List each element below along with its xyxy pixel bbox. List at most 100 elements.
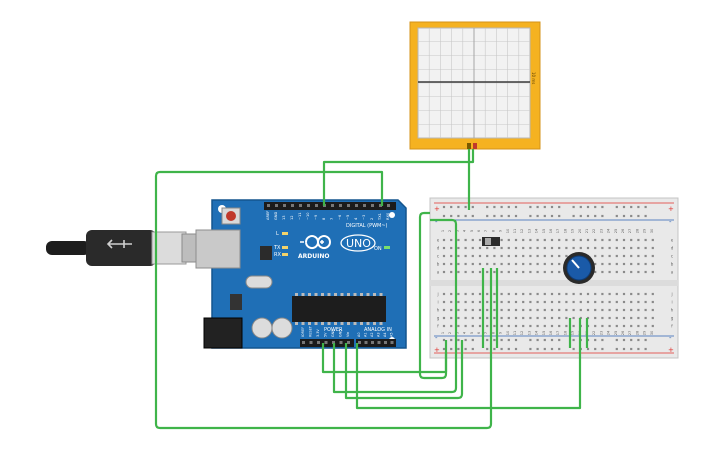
terminal-hole[interactable]: [615, 324, 618, 328]
terminal-hole[interactable]: [471, 254, 474, 258]
terminal-hole[interactable]: [558, 300, 561, 304]
terminal-hole[interactable]: [644, 292, 647, 296]
power-pin[interactable]: [324, 341, 328, 344]
terminal-hole[interactable]: [601, 254, 604, 258]
terminal-hole[interactable]: [586, 246, 590, 250]
terminal-hole[interactable]: [615, 300, 618, 304]
terminal-hole[interactable]: [536, 238, 539, 242]
digital-pin[interactable]: [387, 204, 390, 207]
terminal-hole[interactable]: [651, 254, 654, 258]
terminal-hole[interactable]: [651, 292, 654, 296]
rail-hole[interactable]: [601, 214, 604, 218]
rail-hole[interactable]: [507, 347, 510, 351]
terminal-hole[interactable]: [493, 270, 496, 274]
terminal-hole[interactable]: [637, 270, 640, 274]
terminal-hole[interactable]: [550, 254, 554, 258]
terminal-hole[interactable]: [608, 254, 611, 258]
terminal-hole[interactable]: [464, 270, 467, 274]
terminal-hole[interactable]: [478, 292, 482, 296]
rail-hole[interactable]: [543, 205, 546, 209]
terminal-hole[interactable]: [529, 254, 532, 258]
terminal-hole[interactable]: [507, 238, 510, 242]
rail-hole[interactable]: [471, 338, 474, 342]
terminal-hole[interactable]: [529, 324, 532, 328]
terminal-hole[interactable]: [464, 292, 467, 296]
terminal-hole[interactable]: [450, 300, 453, 304]
terminal-hole[interactable]: [514, 300, 518, 304]
terminal-hole[interactable]: [601, 270, 604, 274]
digital-pin[interactable]: [339, 204, 342, 207]
terminal-hole[interactable]: [615, 238, 618, 242]
rail-hole[interactable]: [507, 205, 510, 209]
terminal-hole[interactable]: [450, 270, 453, 274]
terminal-hole[interactable]: [500, 254, 503, 258]
terminal-hole[interactable]: [615, 292, 618, 296]
rail-hole[interactable]: [464, 347, 467, 351]
digital-pin[interactable]: [371, 204, 374, 207]
terminal-hole[interactable]: [644, 308, 647, 312]
terminal-hole[interactable]: [442, 324, 446, 328]
rail-hole[interactable]: [493, 205, 496, 209]
oscilloscope[interactable]: 10 ms: [409, 21, 541, 150]
terminal-hole[interactable]: [615, 270, 618, 274]
terminal-hole[interactable]: [522, 262, 525, 266]
terminal-hole[interactable]: [630, 300, 633, 304]
terminal-hole[interactable]: [622, 324, 626, 328]
terminal-hole[interactable]: [565, 254, 568, 258]
rail-hole[interactable]: [622, 205, 626, 209]
terminal-hole[interactable]: [594, 270, 597, 274]
rail-hole[interactable]: [442, 347, 446, 351]
terminal-hole[interactable]: [565, 300, 568, 304]
rail-hole[interactable]: [644, 338, 647, 342]
terminal-hole[interactable]: [529, 246, 532, 250]
terminal-hole[interactable]: [514, 316, 518, 320]
terminal-hole[interactable]: [586, 292, 590, 296]
rail-hole[interactable]: [457, 338, 460, 342]
power-pin[interactable]: [309, 341, 313, 344]
rail-hole[interactable]: [579, 214, 582, 218]
rail-hole[interactable]: [471, 214, 474, 218]
terminal-hole[interactable]: [442, 238, 446, 242]
rail-hole[interactable]: [637, 338, 640, 342]
rail-hole[interactable]: [442, 338, 446, 342]
rail-hole[interactable]: [644, 347, 647, 351]
terminal-hole[interactable]: [615, 316, 618, 320]
terminal-hole[interactable]: [486, 316, 489, 320]
digital-pin[interactable]: [299, 204, 302, 207]
terminal-hole[interactable]: [486, 262, 489, 266]
terminal-hole[interactable]: [507, 254, 510, 258]
rail-hole[interactable]: [536, 214, 539, 218]
wire-a0-pot[interactable]: [355, 318, 582, 410]
terminal-hole[interactable]: [550, 270, 554, 274]
terminal-hole[interactable]: [601, 300, 604, 304]
terminal-hole[interactable]: [594, 300, 597, 304]
terminal-hole[interactable]: [471, 300, 474, 304]
terminal-hole[interactable]: [601, 308, 604, 312]
rail-hole[interactable]: [601, 338, 604, 342]
rail-hole[interactable]: [486, 347, 489, 351]
terminal-hole[interactable]: [630, 254, 633, 258]
wire-gnd-loop[interactable]: [332, 218, 458, 394]
wire-vin-loop[interactable]: [344, 340, 464, 400]
terminal-hole[interactable]: [457, 292, 460, 296]
terminal-hole[interactable]: [471, 292, 474, 296]
terminal-hole[interactable]: [558, 246, 561, 250]
terminal-hole[interactable]: [601, 324, 604, 328]
terminal-hole[interactable]: [608, 308, 611, 312]
terminal-hole[interactable]: [543, 300, 546, 304]
terminal-hole[interactable]: [572, 238, 575, 242]
terminal-hole[interactable]: [478, 270, 482, 274]
terminal-hole[interactable]: [536, 254, 539, 258]
terminal-hole[interactable]: [572, 308, 575, 312]
terminal-hole[interactable]: [630, 308, 633, 312]
rail-hole[interactable]: [450, 214, 453, 218]
terminal-hole[interactable]: [500, 246, 503, 250]
terminal-hole[interactable]: [486, 324, 489, 328]
reset-button[interactable]: [221, 207, 241, 225]
rail-hole[interactable]: [630, 347, 633, 351]
terminal-hole[interactable]: [644, 254, 647, 258]
terminal-hole[interactable]: [493, 324, 496, 328]
rail-hole[interactable]: [536, 347, 539, 351]
terminal-hole[interactable]: [493, 316, 496, 320]
